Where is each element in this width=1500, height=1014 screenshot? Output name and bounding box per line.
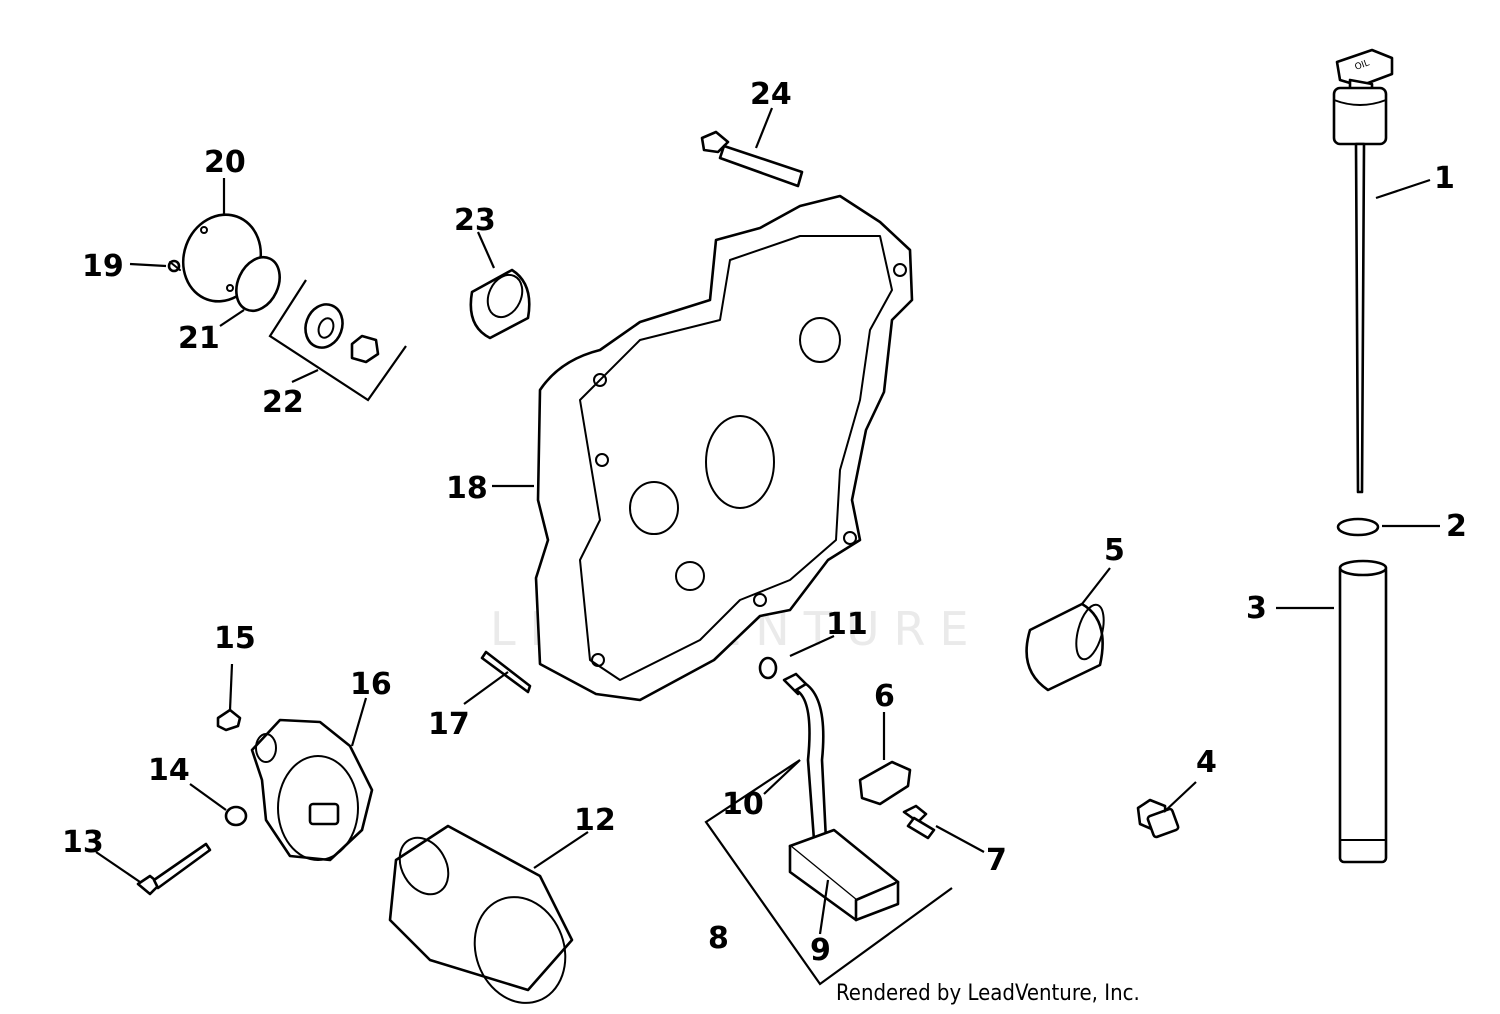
callout-16: 16: [350, 667, 392, 702]
part-oil-seal: [469, 268, 531, 340]
callout-2: 2: [1446, 509, 1467, 544]
callout-6: 6: [874, 679, 895, 714]
callout-15: 15: [214, 621, 256, 656]
part-oil-pickup: [758, 656, 900, 922]
callout-5: 5: [1104, 533, 1125, 568]
callout-22: 22: [262, 385, 304, 420]
part-filter-adapter: [250, 718, 374, 862]
callout-3: 3: [1246, 591, 1267, 626]
part-bolt-13: [136, 842, 212, 896]
part-closure-plate: [534, 194, 914, 702]
callout-18: 18: [446, 471, 488, 506]
part-oil-filter: [388, 824, 574, 1004]
callout-23: 23: [454, 203, 496, 238]
part-dipstick-tube: [1338, 559, 1388, 864]
part-plug: [1136, 798, 1180, 839]
callout-21: 21: [178, 321, 220, 356]
callout-20: 20: [204, 145, 246, 180]
part-bushing: [1025, 602, 1105, 692]
part-gasket-17: [480, 650, 532, 694]
part-o-ring-21: [235, 255, 281, 313]
callout-24: 24: [750, 77, 792, 112]
part-o-ring-2: [1336, 517, 1380, 537]
part-screw-7: [902, 804, 936, 840]
callout-12: 12: [574, 803, 616, 838]
part-screw-19: [167, 259, 181, 273]
oil-marking: OIL: [1354, 58, 1371, 72]
callout-17: 17: [428, 707, 470, 742]
callout-13: 13: [62, 825, 104, 860]
part-clip: [858, 760, 912, 806]
callout-labels: 1 2 3 4 5 6 7 8 9 10 11 12 13 14 15 16 1…: [62, 77, 1467, 968]
callout-8: 8: [708, 921, 729, 956]
callout-4: 4: [1196, 745, 1217, 780]
part-plug-15: [216, 708, 242, 732]
callout-11: 11: [826, 607, 868, 642]
credit-text: Rendered by LeadVenture, Inc.: [836, 981, 1140, 1006]
part-dipstick: OIL: [1332, 48, 1394, 494]
callout-10: 10: [722, 787, 764, 822]
part-bolt-24: [700, 130, 804, 188]
part-washer-14: [224, 805, 248, 827]
callout-7: 7: [986, 843, 1007, 878]
callout-1: 1: [1434, 161, 1455, 196]
callout-19: 19: [82, 249, 124, 284]
leader-lines: [95, 107, 1440, 986]
callout-14: 14: [148, 753, 190, 788]
part-bearing-kit: [268, 279, 407, 402]
callout-9: 9: [810, 933, 831, 968]
